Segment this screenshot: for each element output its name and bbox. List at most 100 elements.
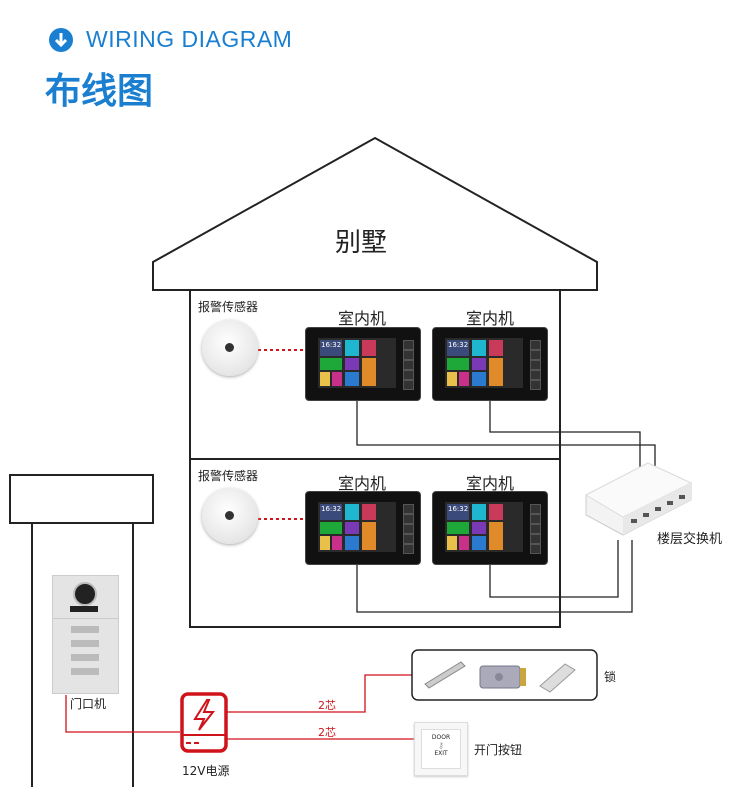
monitor-side-button [403, 524, 414, 534]
smoke-sensor [202, 488, 258, 544]
screen-tile [332, 372, 342, 386]
exit-bottom-text: EXIT [434, 750, 448, 757]
lock-box [411, 649, 598, 701]
gate-top [9, 474, 154, 524]
title-cn: 布线图 [45, 71, 154, 112]
gate-column [31, 522, 134, 787]
wire-f2-m1 [356, 540, 633, 613]
screen-tile [489, 358, 503, 386]
monitor-screen: 16:32 [318, 502, 396, 552]
wire-power-lock [227, 674, 412, 713]
screen-tile [320, 504, 342, 520]
monitor-side-button [530, 380, 541, 390]
screen-tile [345, 372, 359, 386]
screen-tile [489, 504, 503, 520]
monitor-side-button [530, 504, 541, 514]
door-station-label: 门口机 [70, 697, 107, 711]
screen-time: 16:32 [448, 341, 469, 349]
screen-tile [447, 358, 469, 370]
screen-tile [345, 522, 359, 534]
screen-tile [489, 340, 503, 356]
monitor-label: 室内机 [465, 474, 514, 493]
house-roof [152, 136, 598, 291]
monitor-screen: 16:32 [318, 338, 396, 388]
screen-tile [472, 504, 486, 520]
title-en: WIRING DIAGRAM [86, 26, 293, 52]
arrow-down-circle-icon [49, 28, 73, 52]
screen-tile [472, 372, 486, 386]
screen-tile [320, 522, 342, 534]
screen-tile [447, 522, 469, 534]
screen-tile [472, 340, 486, 356]
screen-tile [332, 536, 342, 550]
screen-tile [459, 536, 469, 550]
monitor-side-button [530, 360, 541, 370]
lock-images [424, 661, 576, 693]
monitor-label: 室内机 [465, 309, 514, 328]
monitor-side-button [403, 534, 414, 544]
house-label: 别墅 [335, 228, 388, 258]
screen-tile [320, 372, 330, 386]
screen-tile [459, 372, 469, 386]
monitor-side-button [403, 360, 414, 370]
wire-f1-m1 [356, 400, 656, 470]
monitor-side-button [403, 340, 414, 350]
monitor-side-button [403, 504, 414, 514]
screen-tile [489, 522, 503, 550]
exit-button-label: 开门按钮 [474, 743, 523, 757]
screen-time: 16:32 [448, 505, 469, 513]
screen-tile [362, 340, 376, 356]
screen-time: 16:32 [321, 505, 342, 513]
monitor-side-button [530, 514, 541, 524]
screen-tile [447, 536, 457, 550]
screen-tile [362, 358, 376, 386]
indoor-monitor: 16:32 [305, 327, 421, 401]
screen-tile [345, 536, 359, 550]
monitor-label: 室内机 [337, 474, 386, 493]
screen-tile [447, 372, 457, 386]
wire-label: 2芯 [318, 726, 336, 739]
monitor-side-button [403, 514, 414, 524]
monitor-side-button [403, 350, 414, 360]
screen-tile [320, 358, 342, 370]
indoor-monitor: 16:32 [305, 491, 421, 565]
indoor-monitor: 16:32 [432, 491, 548, 565]
screen-tile [345, 358, 359, 370]
monitor-side-button [530, 340, 541, 350]
monitor-side-button [403, 544, 414, 554]
monitor-side-button [530, 350, 541, 360]
exit-button: DOOR ⚷ EXIT [414, 722, 468, 776]
screen-tile [345, 504, 359, 520]
monitor-side-button [403, 370, 414, 380]
screen-tile [345, 340, 359, 356]
lightning-icon [193, 699, 216, 731]
wire-door-power [65, 695, 180, 733]
indoor-monitor: 16:32 [432, 327, 548, 401]
screen-tile [447, 340, 469, 356]
floor-switch-image [584, 462, 693, 536]
screen-tile [472, 522, 486, 534]
monitor-side-button [530, 524, 541, 534]
monitor-screen: 16:32 [445, 502, 523, 552]
door-station [52, 575, 119, 694]
power-supply [180, 692, 228, 753]
monitor-side-button [530, 534, 541, 544]
camera-icon [73, 582, 97, 606]
monitor-screen: 16:32 [445, 338, 523, 388]
screen-tile [362, 504, 376, 520]
monitor-label: 室内机 [337, 309, 386, 328]
screen-tile [472, 536, 486, 550]
screen-tile [320, 536, 330, 550]
monitor-side-button [530, 370, 541, 380]
exit-top-text: DOOR [431, 734, 451, 741]
key-icon: ⚷ [438, 741, 444, 750]
monitor-side-button [530, 544, 541, 554]
monitor-side-button [403, 380, 414, 390]
switch-label: 楼层交换机 [657, 532, 723, 547]
wire-f2-m2 [489, 540, 619, 598]
smoke-sensor [202, 320, 258, 376]
screen-tile [447, 504, 469, 520]
screen-tile [472, 358, 486, 370]
screen-tile [362, 522, 376, 550]
